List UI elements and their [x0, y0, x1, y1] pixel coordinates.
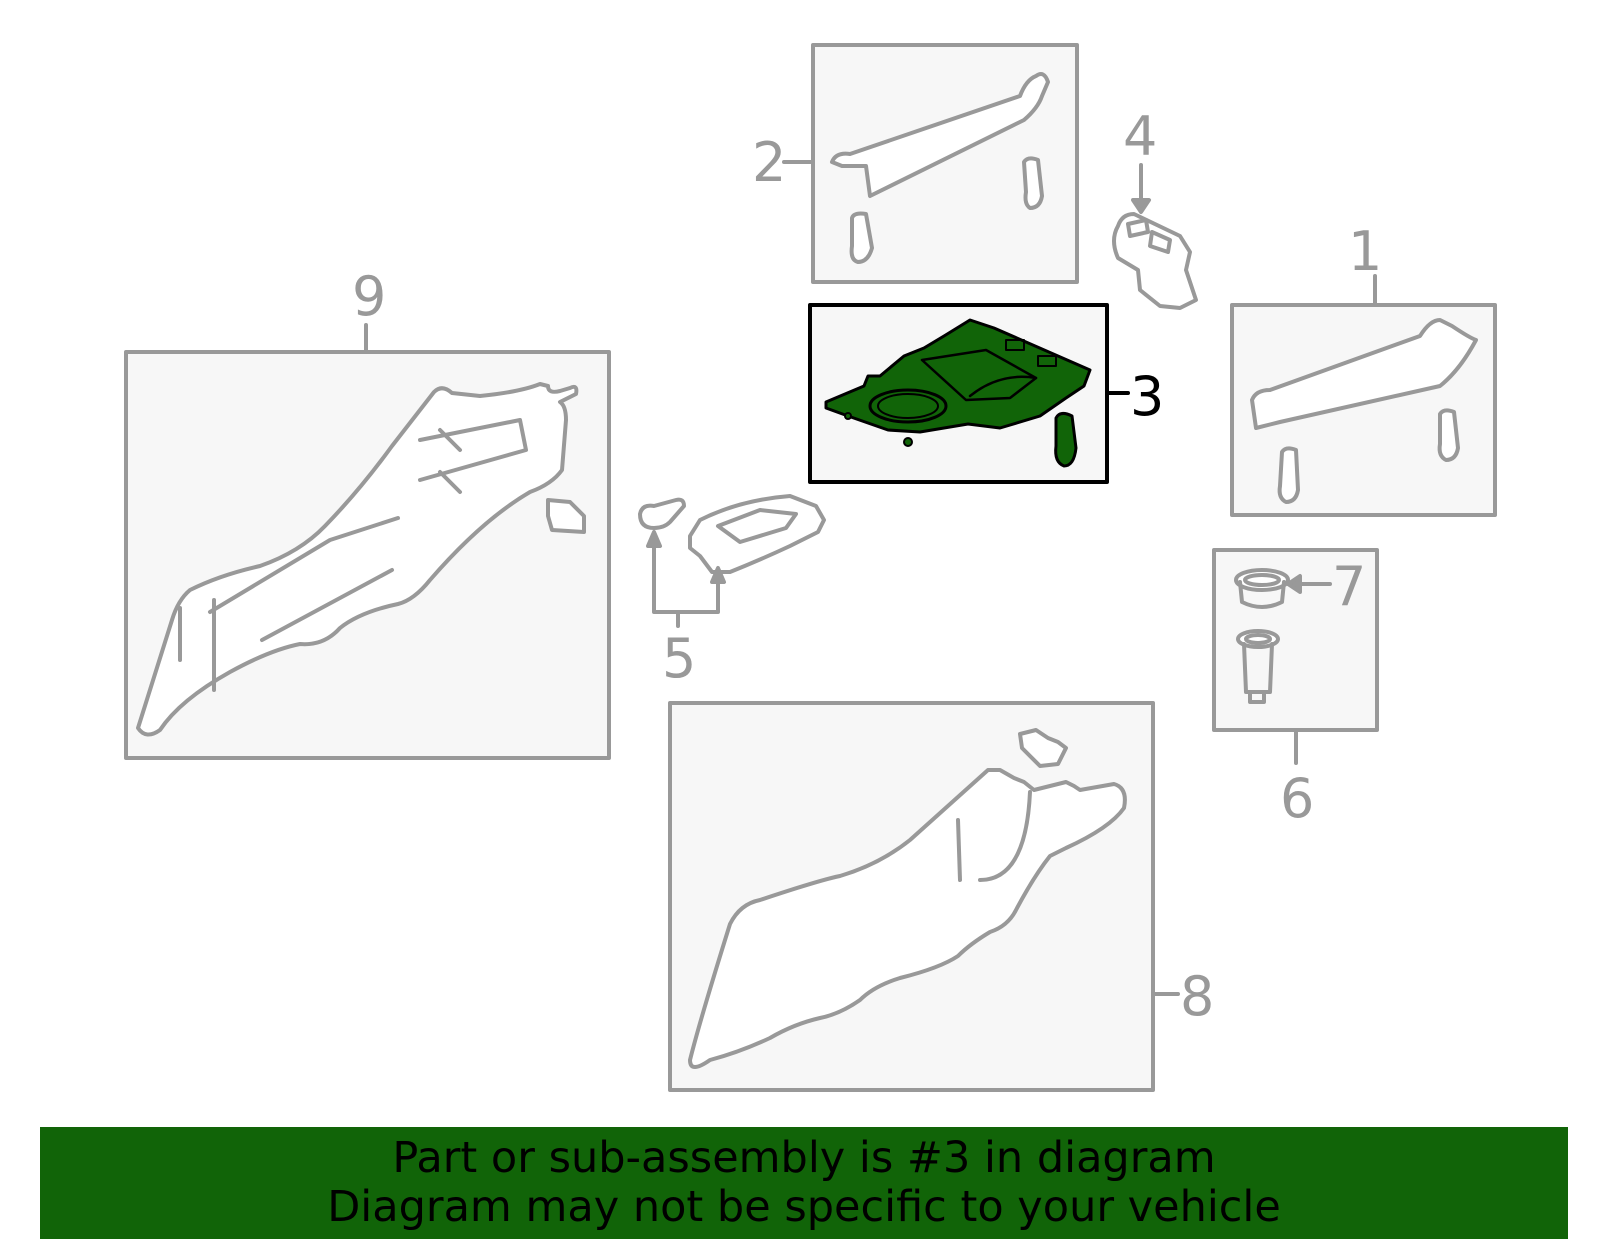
callout-2[interactable]: 2: [752, 131, 787, 194]
callout-5[interactable]: 5: [662, 627, 697, 690]
banner-line-2: Diagram may not be specific to your vehi…: [327, 1182, 1281, 1232]
part-6-group[interactable]: [1212, 548, 1379, 765]
callout-6[interactable]: 6: [1280, 767, 1315, 830]
part-1-group[interactable]: [1230, 274, 1497, 517]
disclaimer-banner: Part or sub-assembly is #3 in diagram Di…: [40, 1127, 1568, 1239]
part-2-group[interactable]: [782, 43, 1079, 284]
banner-line-1: Part or sub-assembly is #3 in diagram: [392, 1133, 1216, 1183]
callout-7[interactable]: 7: [1332, 555, 1367, 618]
part-5-group[interactable]: [638, 494, 826, 628]
callout-3[interactable]: 3: [1130, 365, 1165, 428]
callout-8[interactable]: 8: [1180, 965, 1215, 1028]
callout-1[interactable]: 1: [1348, 220, 1383, 283]
callout-4[interactable]: 4: [1123, 105, 1158, 168]
part-9-group[interactable]: [124, 323, 611, 760]
callout-9[interactable]: 9: [352, 265, 387, 328]
part-4-switch[interactable]: [1112, 163, 1198, 310]
part-8-group[interactable]: [668, 701, 1180, 1092]
part-3-group[interactable]: [808, 303, 1130, 484]
